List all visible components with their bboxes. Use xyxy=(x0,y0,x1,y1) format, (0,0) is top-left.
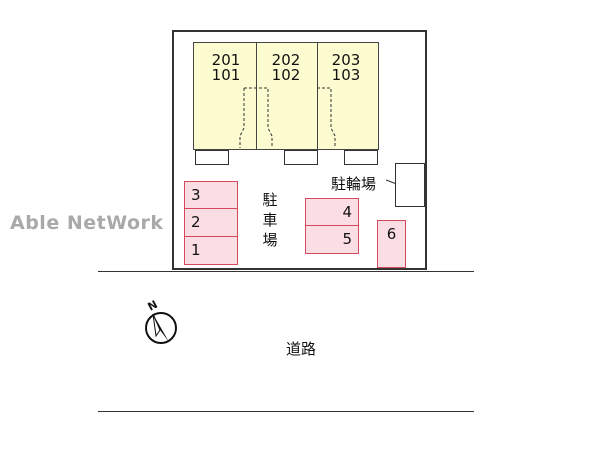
unit-202-label: 202 xyxy=(271,51,301,69)
unit-201-label: 201 xyxy=(211,51,241,69)
parking-label-char: 駐 xyxy=(262,191,278,209)
unit-203-label: 203 xyxy=(331,51,361,69)
parking-space-5: 5 xyxy=(305,225,359,254)
parking-space-number: 4 xyxy=(342,202,352,221)
unit-divider xyxy=(256,42,257,150)
parking-space-number: 6 xyxy=(386,225,397,243)
entrance-porch xyxy=(344,150,378,165)
unit-divider xyxy=(317,42,318,150)
unit-101-label: 101 xyxy=(211,66,241,84)
apartment-building xyxy=(193,42,379,150)
parking-space-6: 6 xyxy=(377,220,406,268)
stair-dashed-line xyxy=(317,87,336,148)
road-edge-top xyxy=(98,271,474,272)
watermark-text: Able NetWork xyxy=(10,212,164,234)
parking-space-1: 1 xyxy=(184,236,238,265)
parking-space-3: 3 xyxy=(184,181,238,209)
parking-label-char: 車 xyxy=(262,211,278,229)
parking-space-number: 2 xyxy=(191,213,201,231)
parking-label: 駐 車 場 xyxy=(261,190,279,250)
parking-space-number: 5 xyxy=(342,230,352,248)
stair-dashed-line xyxy=(244,87,273,148)
road-edge-bottom xyxy=(98,411,474,412)
parking-space-number: 3 xyxy=(191,185,201,204)
parking-label-char: 場 xyxy=(262,231,278,249)
bike-parking-label: 駐輪場 xyxy=(331,175,377,193)
entrance-porch xyxy=(195,150,229,165)
parking-space-4: 4 xyxy=(305,198,359,226)
parking-space-number: 1 xyxy=(191,241,201,259)
unit-103-label: 103 xyxy=(331,66,361,84)
compass-north-label: N xyxy=(146,298,160,314)
unit-102-label: 102 xyxy=(271,66,301,84)
parking-space-2: 2 xyxy=(184,208,238,237)
compass-icon: N xyxy=(145,298,177,344)
stair-dashed-line xyxy=(239,88,245,148)
bike-parking-area xyxy=(395,163,425,207)
road-label: 道路 xyxy=(286,340,317,358)
entrance-porch xyxy=(284,150,318,165)
